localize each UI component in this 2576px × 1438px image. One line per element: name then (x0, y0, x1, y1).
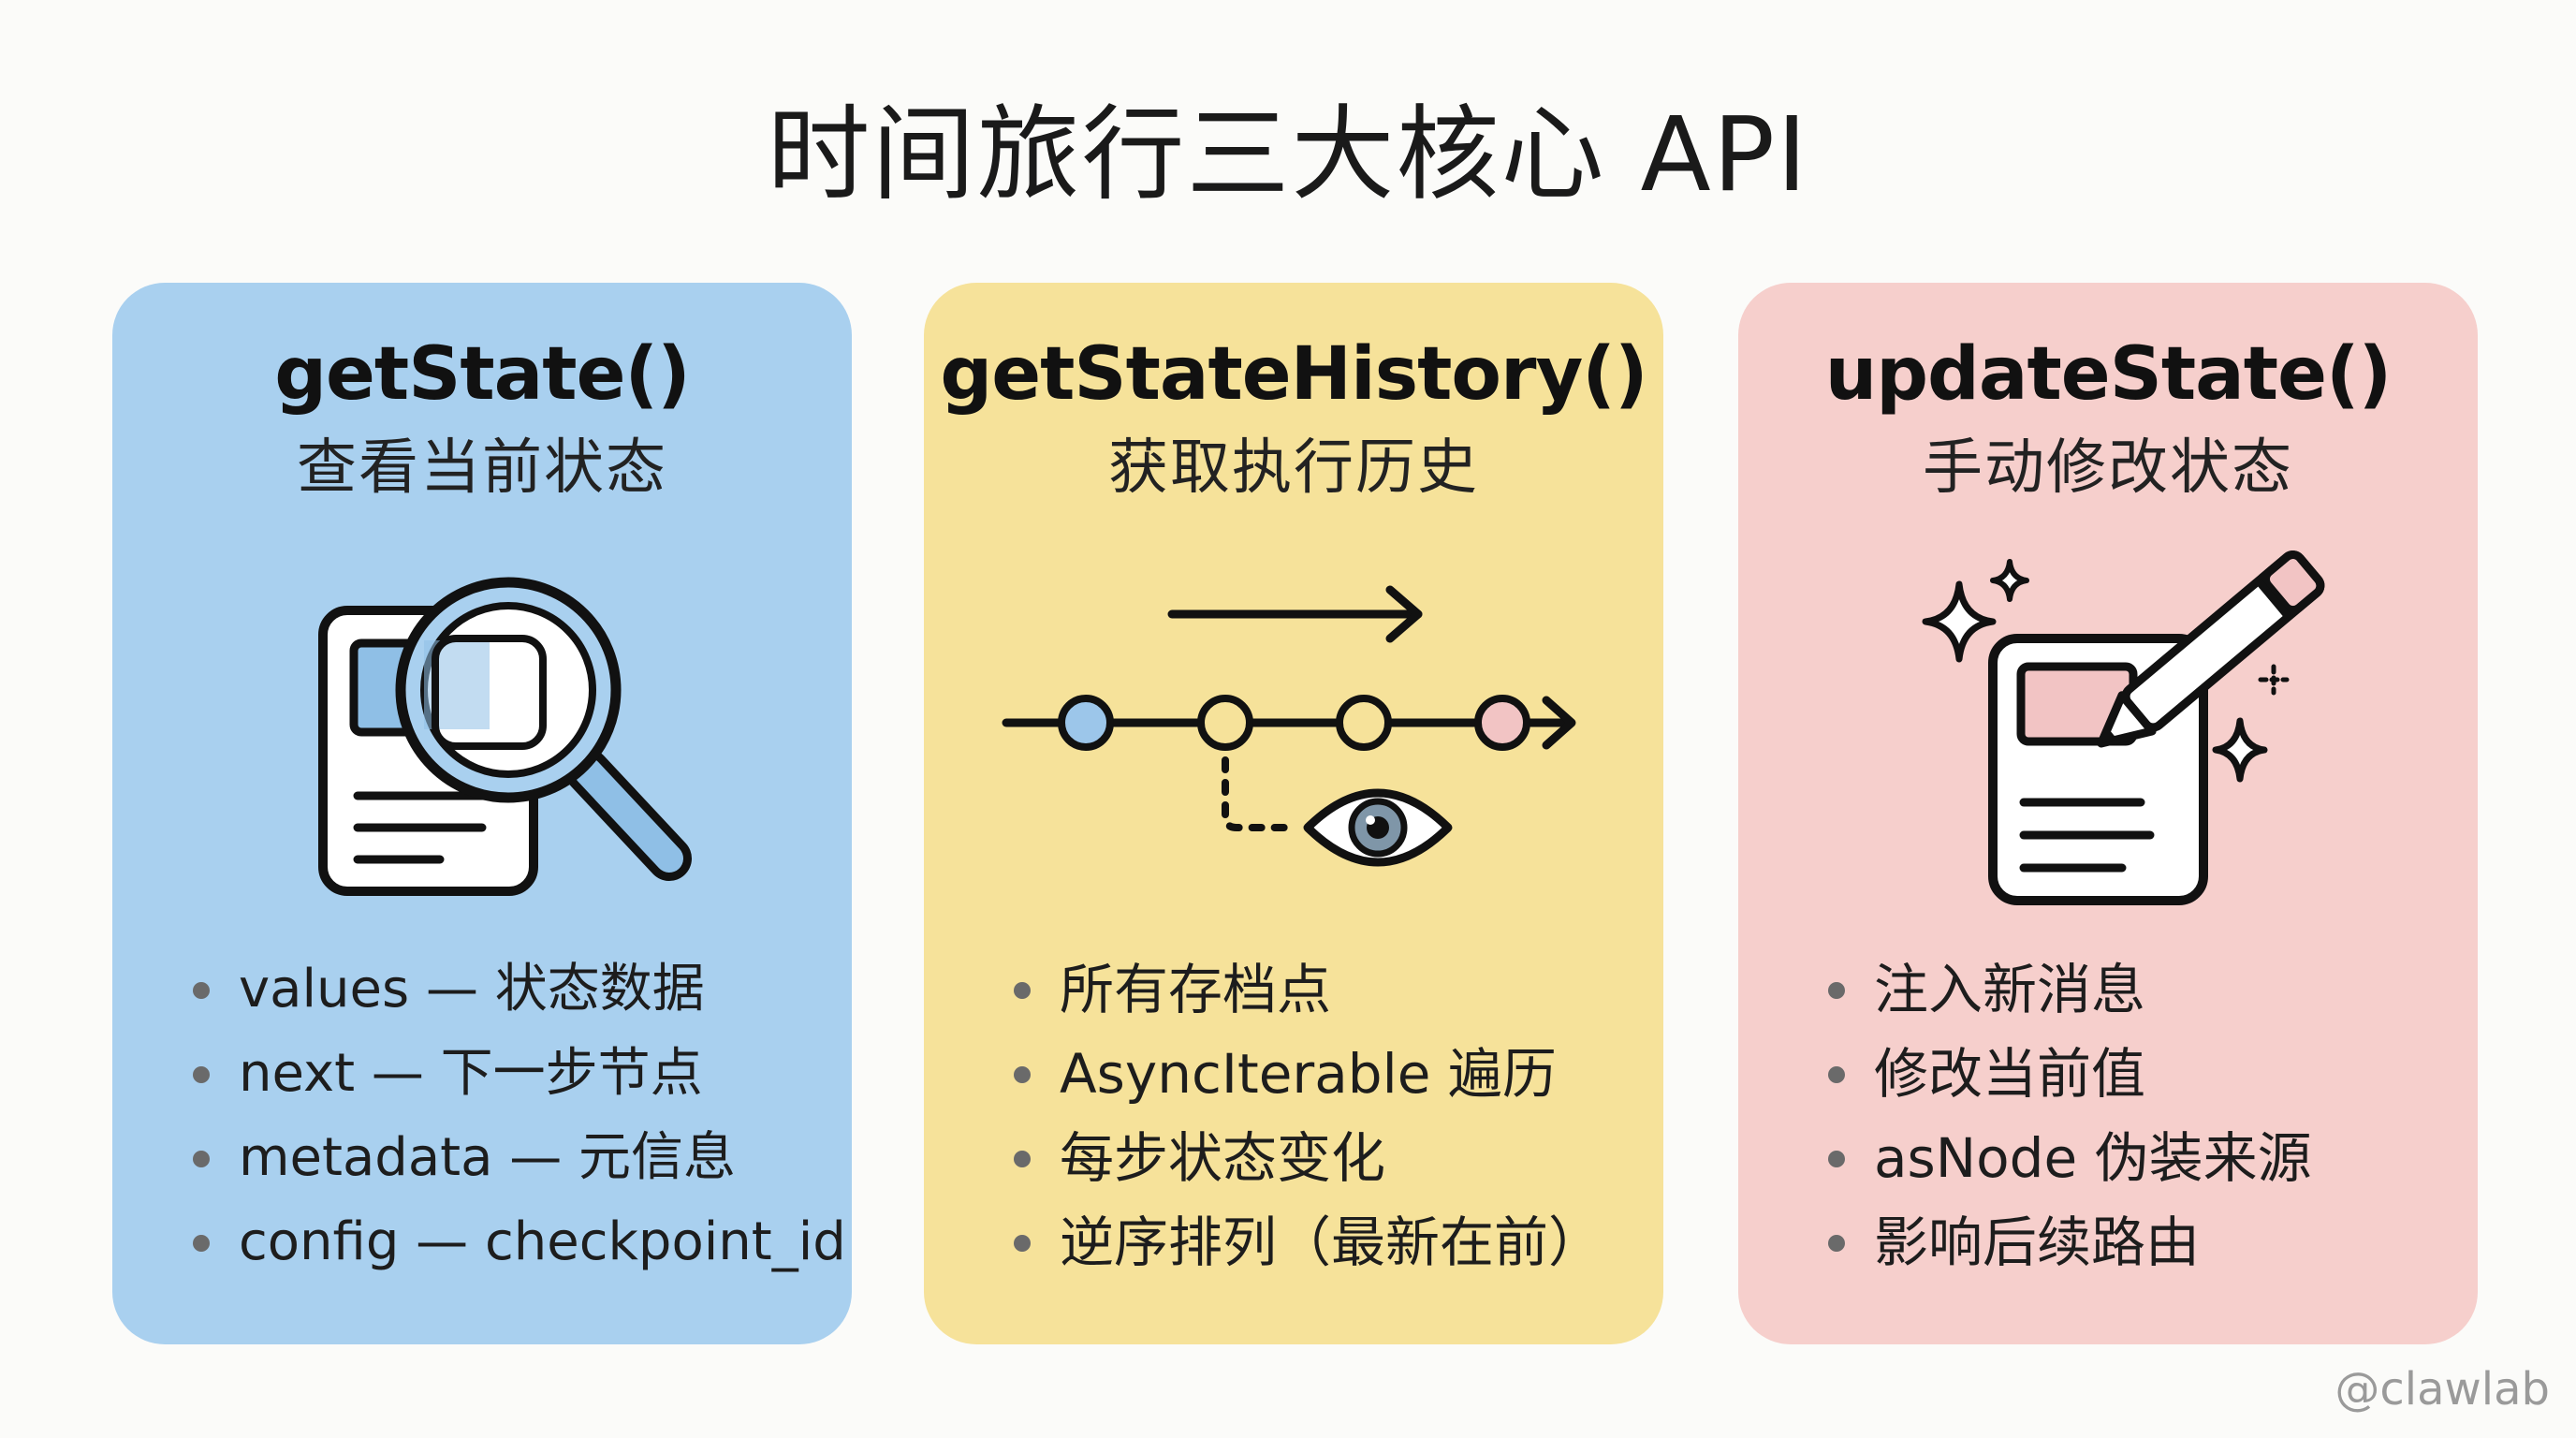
bullet-dot (1014, 1066, 1031, 1083)
card-subtitle: 查看当前状态 (297, 433, 667, 503)
list-item: values — 状态数据 (112, 947, 852, 1032)
list-item-text: config — checkpoint_id (239, 1211, 846, 1272)
bullet-dot (193, 1066, 210, 1083)
bullet-dot (1828, 1235, 1845, 1252)
card-title: updateState() (1824, 332, 2393, 417)
card-get-state: getState() 查看当前状态 values — 状态数据 next — 下… (112, 283, 852, 1344)
bullet-dot (1014, 1151, 1031, 1167)
card-get-state-history: getStateHistory() 获取执行历史 所有存档点 AsyncIter… (924, 283, 1663, 1344)
list-item-text: 修改当前值 (1874, 1042, 2146, 1106)
list-item: 逆序排列（最新在前） (924, 1200, 1663, 1284)
bullet-dot (193, 1235, 210, 1252)
list-item-text: metadata — 元信息 (239, 1127, 737, 1188)
document-pencil-sparkle-icon (1922, 550, 2325, 905)
bullet-dot (1014, 982, 1031, 999)
list-item: config — checkpoint_id (112, 1200, 852, 1284)
list-item-text: 逆序排列（最新在前） (1060, 1211, 1603, 1274)
list-item-text: values — 状态数据 (239, 959, 705, 1020)
bullet-dot (1828, 982, 1845, 999)
list-item-text: 影响后续路由 (1874, 1211, 2201, 1274)
bullet-dot (193, 982, 210, 999)
list-item: 注入新消息 (1738, 947, 2478, 1032)
list-item: asNode 伪装来源 (1738, 1116, 2478, 1200)
card-subtitle: 手动修改状态 (1923, 433, 2293, 503)
list-item-text: 注入新消息 (1874, 958, 2146, 1021)
page-title: 时间旅行三大核心 API (767, 95, 1809, 214)
list-item: 所有存档点 (924, 947, 1663, 1032)
card-update-state: updateState() 手动修改状态 注入新消息 修改当前值 asNode … (1738, 283, 2478, 1344)
bullet-dot (1014, 1235, 1031, 1252)
card-title: getState() (274, 332, 691, 417)
bullet-dot (1828, 1066, 1845, 1083)
document-magnifier-icon (318, 577, 692, 896)
bullet-list: values — 状态数据 next — 下一步节点 metadata — 元信… (112, 947, 852, 1284)
list-item: next — 下一步节点 (112, 1032, 852, 1116)
list-item-text: asNode 伪装来源 (1874, 1126, 2312, 1190)
card-title: getStateHistory() (940, 332, 1647, 417)
list-item: 每步状态变化 (924, 1116, 1663, 1200)
list-item-text: AsyncIterable 遍历 (1060, 1042, 1557, 1106)
card-subtitle: 获取执行历史 (1108, 433, 1479, 503)
list-item: AsyncIterable 遍历 (924, 1032, 1663, 1116)
timeline-eye-icon (1002, 585, 1576, 867)
bullet-list: 所有存档点 AsyncIterable 遍历 每步状态变化 逆序排列（最新在前） (924, 947, 1663, 1284)
list-item-text: 每步状态变化 (1060, 1126, 1386, 1190)
list-item-text: 所有存档点 (1060, 958, 1332, 1021)
bullet-dot (1828, 1151, 1845, 1167)
list-item: metadata — 元信息 (112, 1116, 852, 1200)
watermark: @clawlab (2334, 1363, 2550, 1416)
list-item-text: next — 下一步节点 (239, 1043, 703, 1104)
bullet-dot (193, 1151, 210, 1167)
list-item: 影响后续路由 (1738, 1200, 2478, 1284)
list-item: 修改当前值 (1738, 1032, 2478, 1116)
bullet-list: 注入新消息 修改当前值 asNode 伪装来源 影响后续路由 (1738, 947, 2478, 1284)
